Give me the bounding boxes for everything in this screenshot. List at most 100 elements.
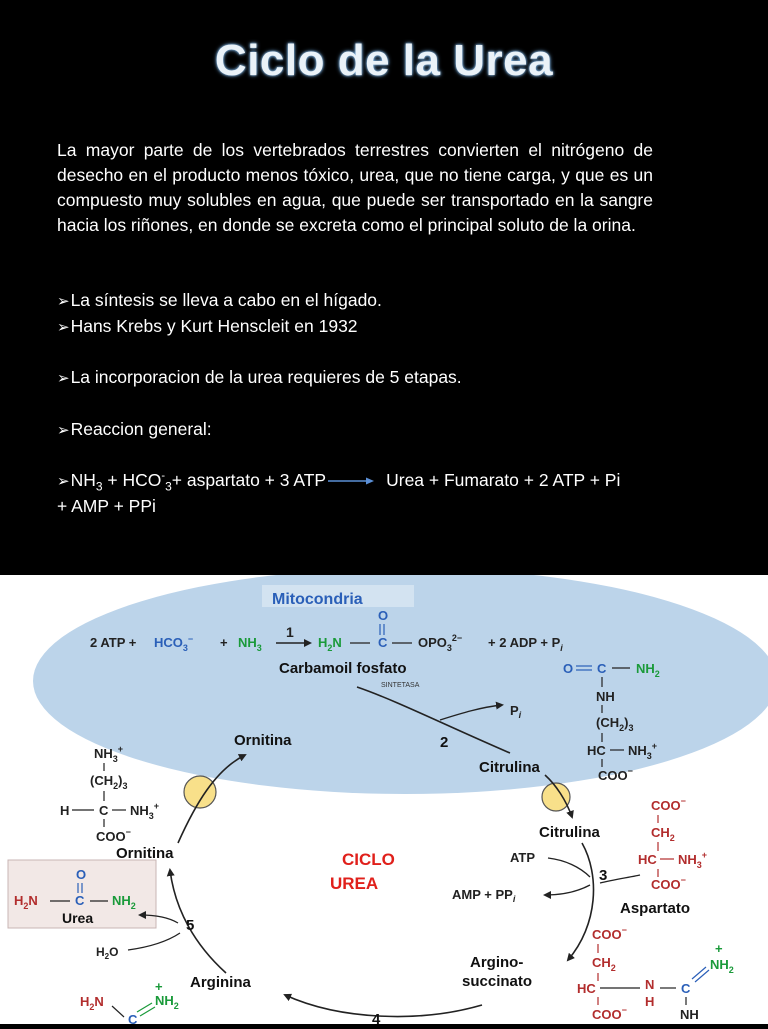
- citrulina-mito-label: Citrulina: [479, 759, 540, 776]
- ornithine-transporter: [183, 775, 217, 809]
- ciclo-label: CICLO: [342, 850, 395, 869]
- step-4-label: 4: [372, 1011, 381, 1024]
- arrow-bullet-icon: ➢: [57, 293, 70, 310]
- svg-text:COO−: COO−: [651, 875, 686, 892]
- mitocondria-label: Mitocondria: [272, 591, 363, 608]
- arginina-structure: H2N C + NH2: [80, 979, 179, 1027]
- atp-label: ATP: [510, 850, 535, 865]
- urea-cycle-label: UREA: [330, 874, 378, 893]
- svg-text:NH2: NH2: [155, 993, 179, 1011]
- citrulline-transporter: [541, 782, 571, 812]
- arrow-bullet-icon: ➢: [57, 370, 70, 387]
- svg-text:O: O: [76, 867, 86, 882]
- bullet-item: ➢La síntesis se lleva a cabo en el hígad…: [57, 290, 382, 310]
- svg-text:CH2: CH2: [651, 825, 675, 843]
- general-equation-line2: + AMP + PPi: [57, 496, 156, 516]
- carbamoil-fosfato-label: Carbamoil fosfato: [279, 660, 407, 677]
- sintetasa-label: SINTETASA: [381, 682, 420, 689]
- ornitina-structure: NH3+ (CH2)3 H C NH3+ COO−: [60, 744, 159, 844]
- svg-text:+ 2 ADP + Pi: + 2 ADP + Pi: [488, 635, 563, 653]
- arrow-bullet-icon: ➢: [57, 422, 70, 439]
- svg-text:NH2: NH2: [112, 893, 136, 911]
- svg-text:2 ATP +: 2 ATP +: [90, 635, 137, 650]
- step-2-curve: [356, 686, 511, 754]
- svg-text:H: H: [60, 803, 69, 818]
- slide-title: Ciclo de la Urea: [214, 36, 554, 85]
- ornitina-mito-label: Ornitina: [234, 732, 292, 749]
- svg-text:COO−: COO−: [651, 796, 686, 813]
- step-2-label: 2: [440, 734, 448, 751]
- svg-text:H2N: H2N: [318, 635, 342, 653]
- svg-text:HCO3−: HCO3−: [154, 634, 193, 653]
- step-5-label: 5: [186, 917, 194, 934]
- svg-text:H2N: H2N: [14, 893, 38, 911]
- step-3-arrow: [566, 842, 595, 962]
- svg-text:+: +: [220, 635, 228, 650]
- intro-paragraph: La mayor parte de los vertebrados terres…: [57, 140, 653, 235]
- bullet-item: ➢Hans Krebs y Kurt Henscleit en 1932: [57, 316, 358, 336]
- svg-text:N: N: [645, 977, 654, 992]
- amp-ppi-label: AMP + PPi: [452, 887, 516, 904]
- svg-text:NH3+: NH3+: [130, 801, 159, 821]
- pi-release-arrow: [439, 701, 504, 721]
- svg-text:O: O: [378, 608, 388, 623]
- svg-text:HC: HC: [587, 743, 606, 758]
- mitochondria-ellipse: [33, 568, 768, 794]
- ornitina-cytosol-label: Ornitina: [116, 845, 174, 862]
- svg-text:C: C: [75, 893, 85, 908]
- svg-text:(CH2)3: (CH2)3: [596, 715, 633, 733]
- svg-text:NH: NH: [680, 1007, 699, 1022]
- aspartato-structure: COO− CH2 HC NH3+ COO−: [638, 796, 707, 892]
- urea-release-arrow: [138, 911, 179, 924]
- svg-text:COO−: COO−: [96, 827, 131, 844]
- svg-text:CH2: CH2: [592, 955, 616, 973]
- svg-text:C: C: [128, 1012, 138, 1024]
- citrulina-structure: O C NH2 NH (CH2)3 HC NH3+ COO−: [563, 661, 660, 783]
- argino-label-2: succinato: [462, 973, 532, 990]
- citrulina-cytosol-label: Citrulina: [539, 824, 600, 841]
- svg-text:(CH2)3: (CH2)3: [90, 773, 127, 791]
- svg-text:COO−: COO−: [598, 766, 633, 783]
- svg-text:NH2: NH2: [710, 957, 734, 975]
- bullet-item: ➢La incorporacion de la urea requieres d…: [57, 367, 462, 387]
- pi-label: Pi: [510, 703, 522, 720]
- svg-text:NH: NH: [596, 689, 615, 704]
- step-5-arrow: [166, 868, 227, 974]
- step-4-arrow: [283, 993, 483, 1018]
- ornitina-import-arrow: [177, 754, 247, 844]
- urea-product-label: Urea: [62, 910, 93, 926]
- svg-text:HC: HC: [577, 981, 596, 996]
- svg-text:C: C: [99, 803, 109, 818]
- arrow-bullet-icon: ➢: [57, 319, 70, 336]
- svg-text:OPO32−: OPO32−: [418, 633, 462, 653]
- slide-text-area: Ciclo de la Urea La mayor parte de los v…: [57, 36, 653, 516]
- step-3-label: 3: [599, 867, 607, 884]
- carbamoyl-reaction: 2 ATP + HCO3− + NH3 1 H2N C O OPO32− + 2…: [90, 608, 563, 653]
- aspartato-label: Aspartato: [620, 900, 690, 917]
- arrow-bullet-icon: ➢: [57, 473, 70, 490]
- svg-text:NH3+: NH3+: [628, 741, 657, 761]
- svg-text:C: C: [681, 981, 691, 996]
- bullet-item: ➢Reaccion general:: [57, 419, 212, 439]
- svg-text:NH3: NH3: [238, 635, 262, 653]
- svg-text:+: +: [155, 979, 163, 994]
- urea-box: O H2N C NH2 Urea: [7, 859, 157, 929]
- reaction-arrow-icon: [328, 477, 375, 485]
- svg-text:COO−: COO−: [592, 1005, 627, 1022]
- svg-text:NH3+: NH3+: [678, 850, 707, 870]
- svg-text:HC: HC: [638, 852, 657, 867]
- svg-text:H2N: H2N: [80, 994, 104, 1012]
- svg-text:O: O: [563, 661, 573, 676]
- svg-text:NH3+: NH3+: [94, 744, 123, 764]
- argino-label-1: Argino-: [470, 954, 523, 971]
- argininosuccinato-structure: COO− CH2 HC N H C + NH2 NH COO−: [577, 925, 734, 1022]
- urea-cycle-diagram: Mitocondria 2 ATP + HCO3− + NH3 1 H2N C …: [0, 568, 768, 1028]
- urea-cycle-svg: Mitocondria 2 ATP + HCO3− + NH3 1 H2N C …: [7, 568, 768, 1028]
- svg-text:NH2: NH2: [636, 661, 660, 679]
- svg-text:C: C: [378, 635, 388, 650]
- svg-text:H: H: [645, 994, 654, 1009]
- svg-text:+: +: [715, 941, 723, 956]
- arginina-label: Arginina: [190, 974, 251, 991]
- citrulina-export-arrow: [544, 774, 574, 819]
